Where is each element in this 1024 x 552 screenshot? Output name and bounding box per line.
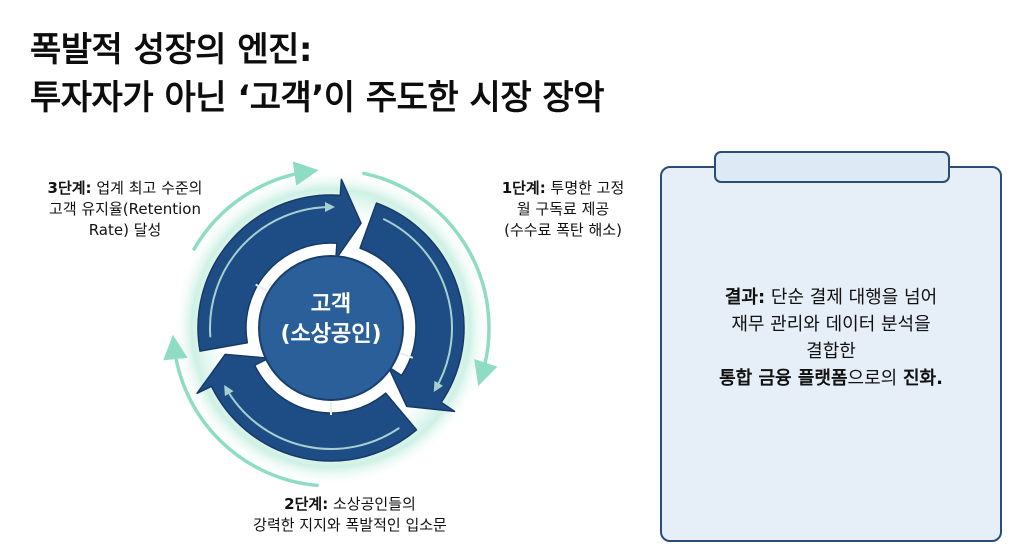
center-circle <box>258 255 404 401</box>
result-text: 결과: 단순 결제 대행을 넘어 재무 관리와 데이터 분석을 결합한 통합 금… <box>662 284 1000 392</box>
step-2-prefix: 2단계: <box>284 495 329 513</box>
step-3-label: 3단계: 업계 최고 수준의 고객 유지율(Retention Rate) 달성 <box>20 178 230 241</box>
result-line-4-mid: 으로의 <box>847 368 898 389</box>
page-title: 폭발적 성장의 엔진: 투자자가 아닌 ‘고객’이 주도한 시장 장악 <box>30 26 605 122</box>
title-line-1: 폭발적 성장의 엔진: <box>30 30 313 70</box>
center-label: 고객 (소상공인) <box>271 290 391 350</box>
center-label-line-2: (소상공인) <box>280 322 382 347</box>
result-line-4-bold: 통합 금융 플랫폼 <box>719 368 848 389</box>
step-2-line-2: 강력한 지지와 폭발적인 입소문 <box>253 516 447 534</box>
step-1-label: 1단계: 투명한 고정 월 구독료 제공 (수수료 폭탄 해소) <box>478 178 648 241</box>
center-label-line-1: 고객 <box>310 292 352 317</box>
result-line-4-end: 진화. <box>902 368 943 389</box>
clipboard-clip <box>714 151 950 183</box>
divider-line-2 <box>400 352 414 359</box>
arrow-highlight-3 <box>209 202 335 338</box>
outer-ring-arrow-1 <box>362 171 498 387</box>
result-line-3: 결합한 <box>806 341 856 362</box>
result-prefix: 결과: <box>724 287 766 308</box>
step-2-label: 2단계: 소상공인들의 강력한 지지와 폭발적인 입소문 <box>215 494 485 536</box>
title-line-2: 투자자가 아닌 ‘고객’이 주도한 시장 장악 <box>30 78 605 118</box>
outer-ring-arrow-2 <box>163 334 319 488</box>
step-1-line-2: 월 구독료 제공 <box>516 200 610 218</box>
cycle-arrow-3 <box>197 178 362 352</box>
step-3-prefix: 3단계: <box>47 179 92 197</box>
divider-line-1 <box>255 283 268 292</box>
step-1-line-3: (수수료 폭탄 해소) <box>504 221 622 239</box>
cycle-arrow-1 <box>359 202 465 413</box>
step-2-line-1: 소상공인들의 <box>333 495 416 513</box>
step-3-line-1: 업계 최고 수준의 <box>96 179 203 197</box>
arrow-highlight-1 <box>383 218 453 392</box>
outer-ring-arrow-3 <box>192 161 319 251</box>
result-line-1: 단순 결제 대행을 넘어 <box>770 287 938 308</box>
result-panel: 결과: 단순 결제 대행을 넘어 재무 관리와 데이터 분석을 결합한 통합 금… <box>660 166 1002 542</box>
step-1-line-1: 투명한 고정 <box>550 179 625 197</box>
step-3-line-3: Rate) 달성 <box>88 221 162 239</box>
arrow-highlight-2 <box>224 385 400 450</box>
step-1-prefix: 1단계: <box>501 179 546 197</box>
step-3-line-2: 고객 유지율(Retention <box>49 200 201 218</box>
result-line-2: 재무 관리와 데이터 분석을 <box>731 314 931 335</box>
cycle-arrow-2 <box>196 353 418 462</box>
